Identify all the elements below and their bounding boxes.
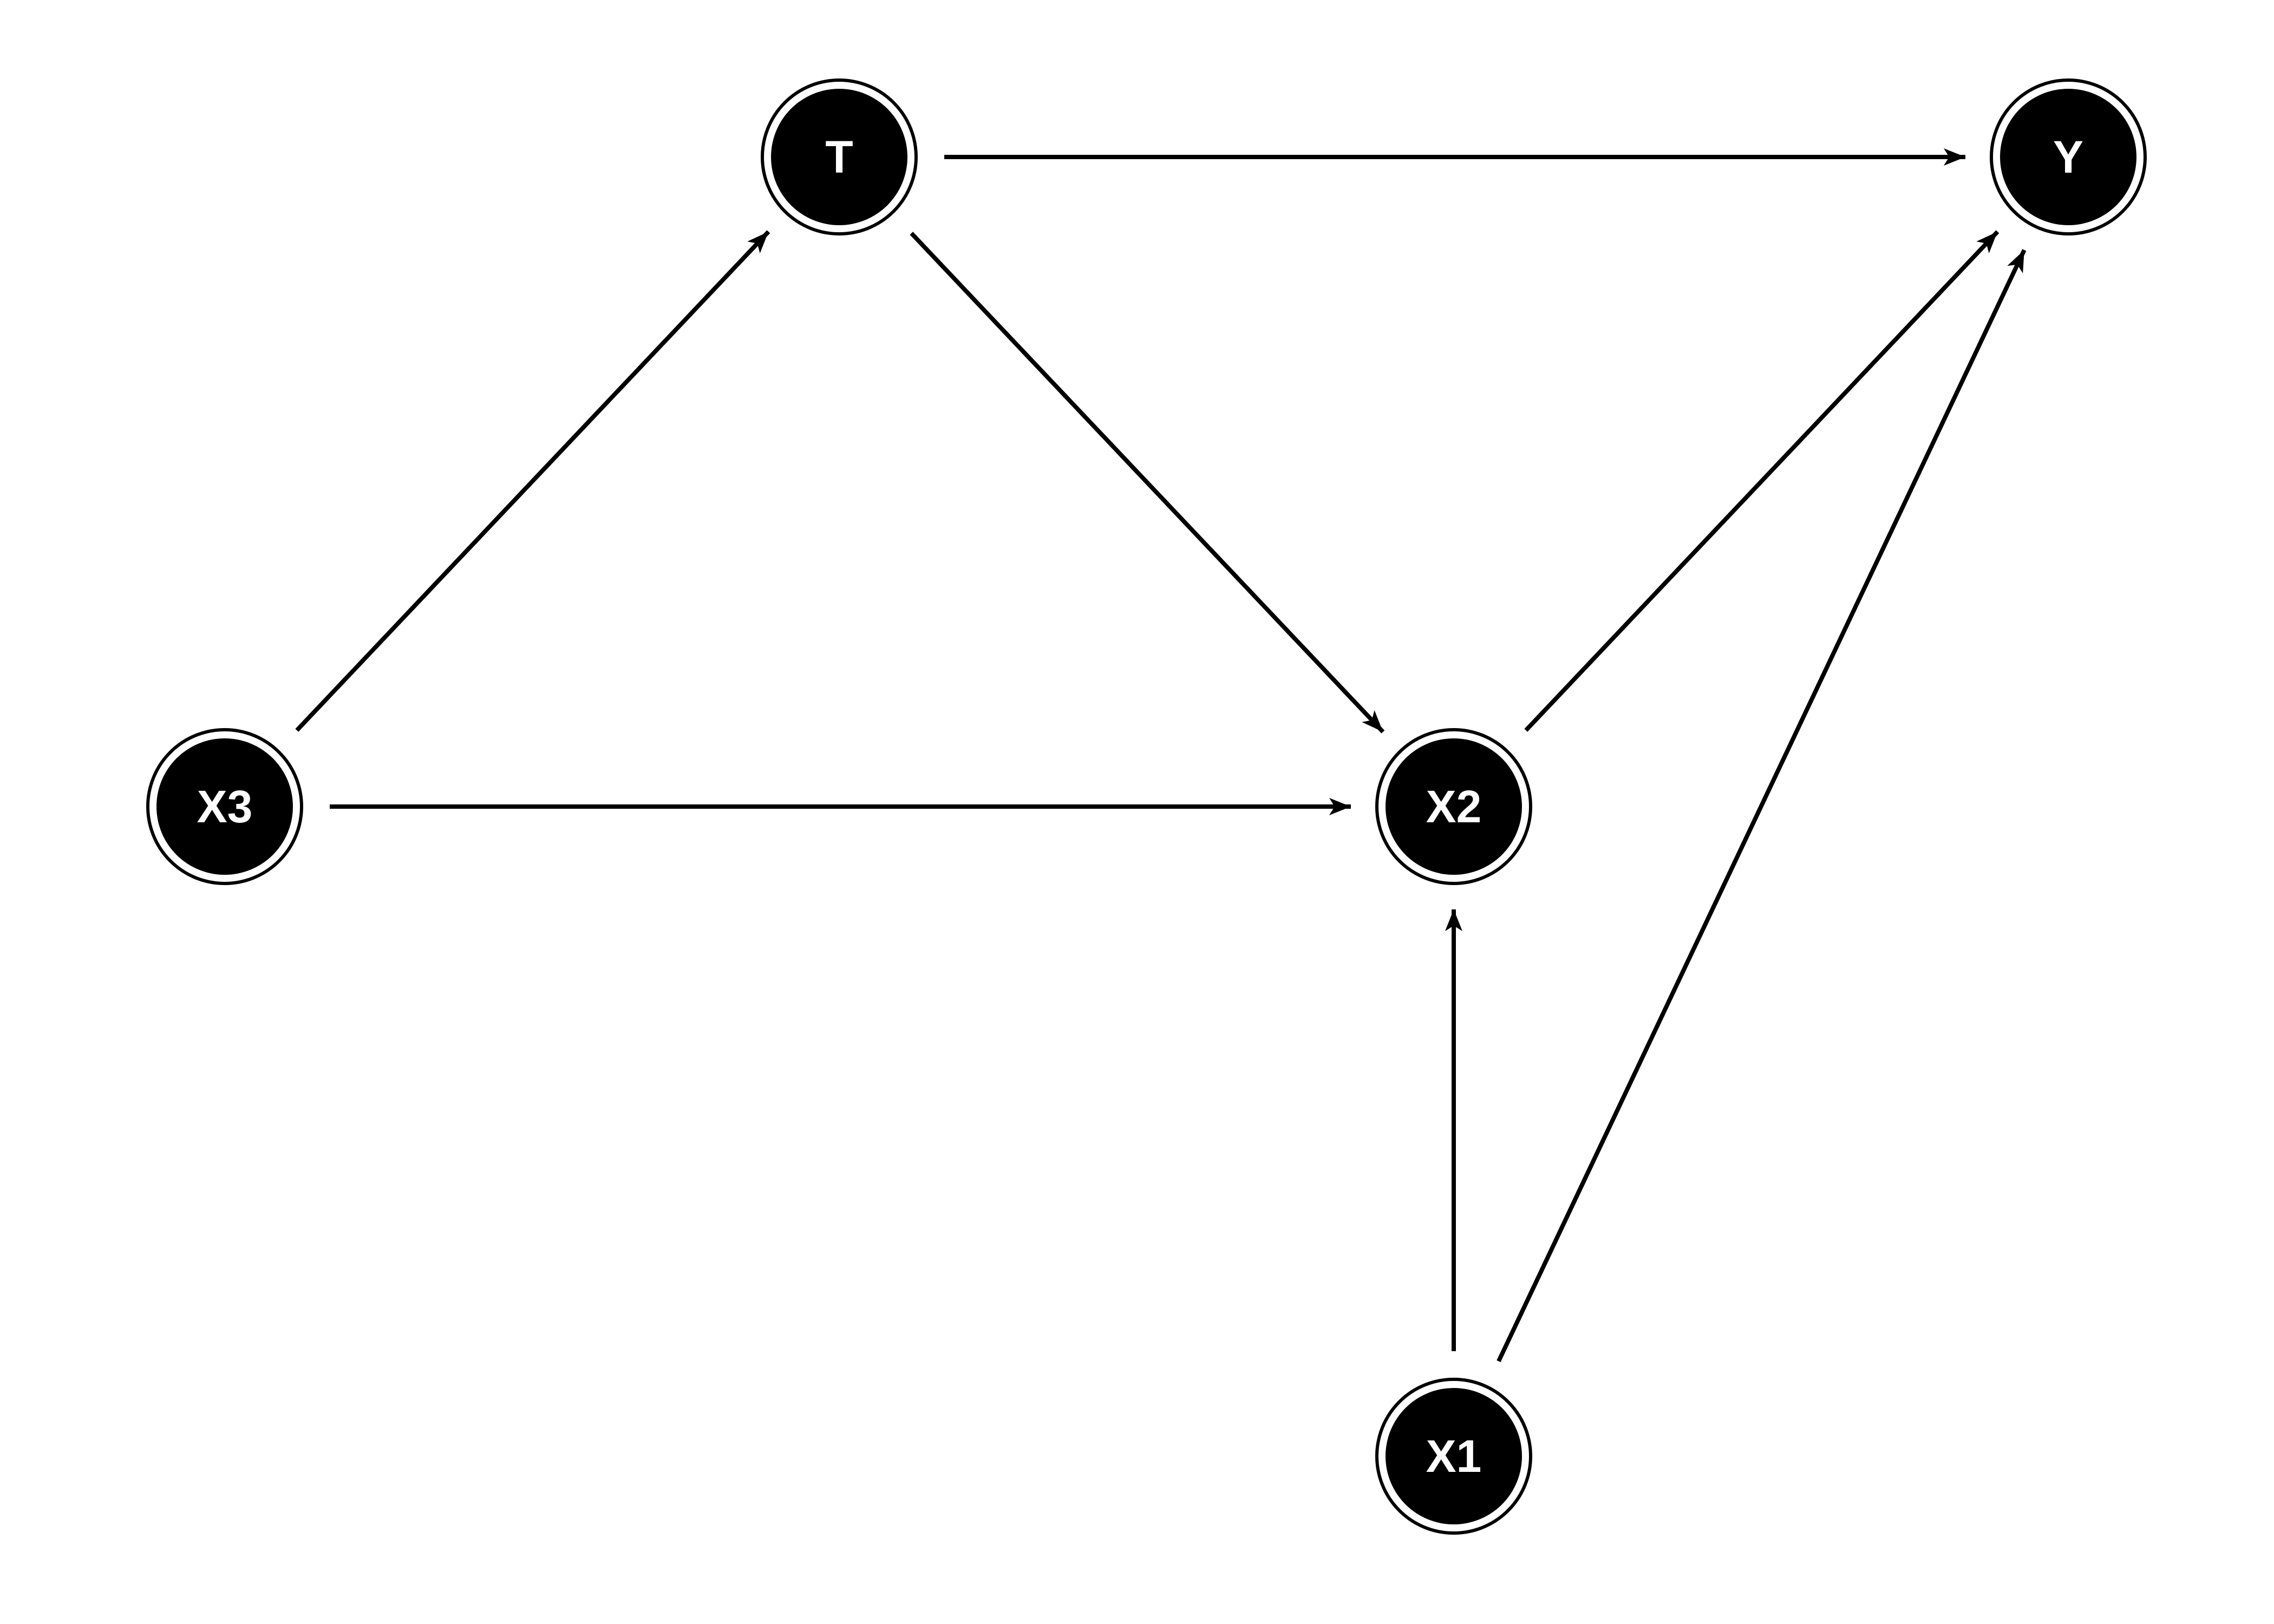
edge-t-to-x2 (910, 232, 1385, 734)
node-label-x1: X1 (1426, 1431, 1482, 1482)
node-label-y: Y (2053, 132, 2083, 182)
edge-x2-to-y (1524, 230, 1999, 732)
edge-x3-to-t (295, 230, 770, 732)
node-disc (156, 738, 293, 875)
node-t: T (761, 78, 918, 235)
edge-x1-to-y (1497, 249, 2027, 1363)
node-disc (1386, 738, 1522, 875)
node-y: Y (1990, 78, 2147, 235)
node-x2: X2 (1375, 728, 1532, 885)
node-disc (2000, 89, 2136, 225)
node-disc (771, 89, 907, 225)
node-disc (1386, 1388, 1522, 1524)
edges-layer (295, 148, 2027, 1363)
node-x1: X1 (1375, 1378, 1532, 1535)
node-x3: X3 (146, 728, 303, 885)
node-label-x3: X3 (197, 781, 253, 832)
node-label-x2: X2 (1426, 781, 1482, 832)
node-label-t: T (825, 132, 853, 182)
